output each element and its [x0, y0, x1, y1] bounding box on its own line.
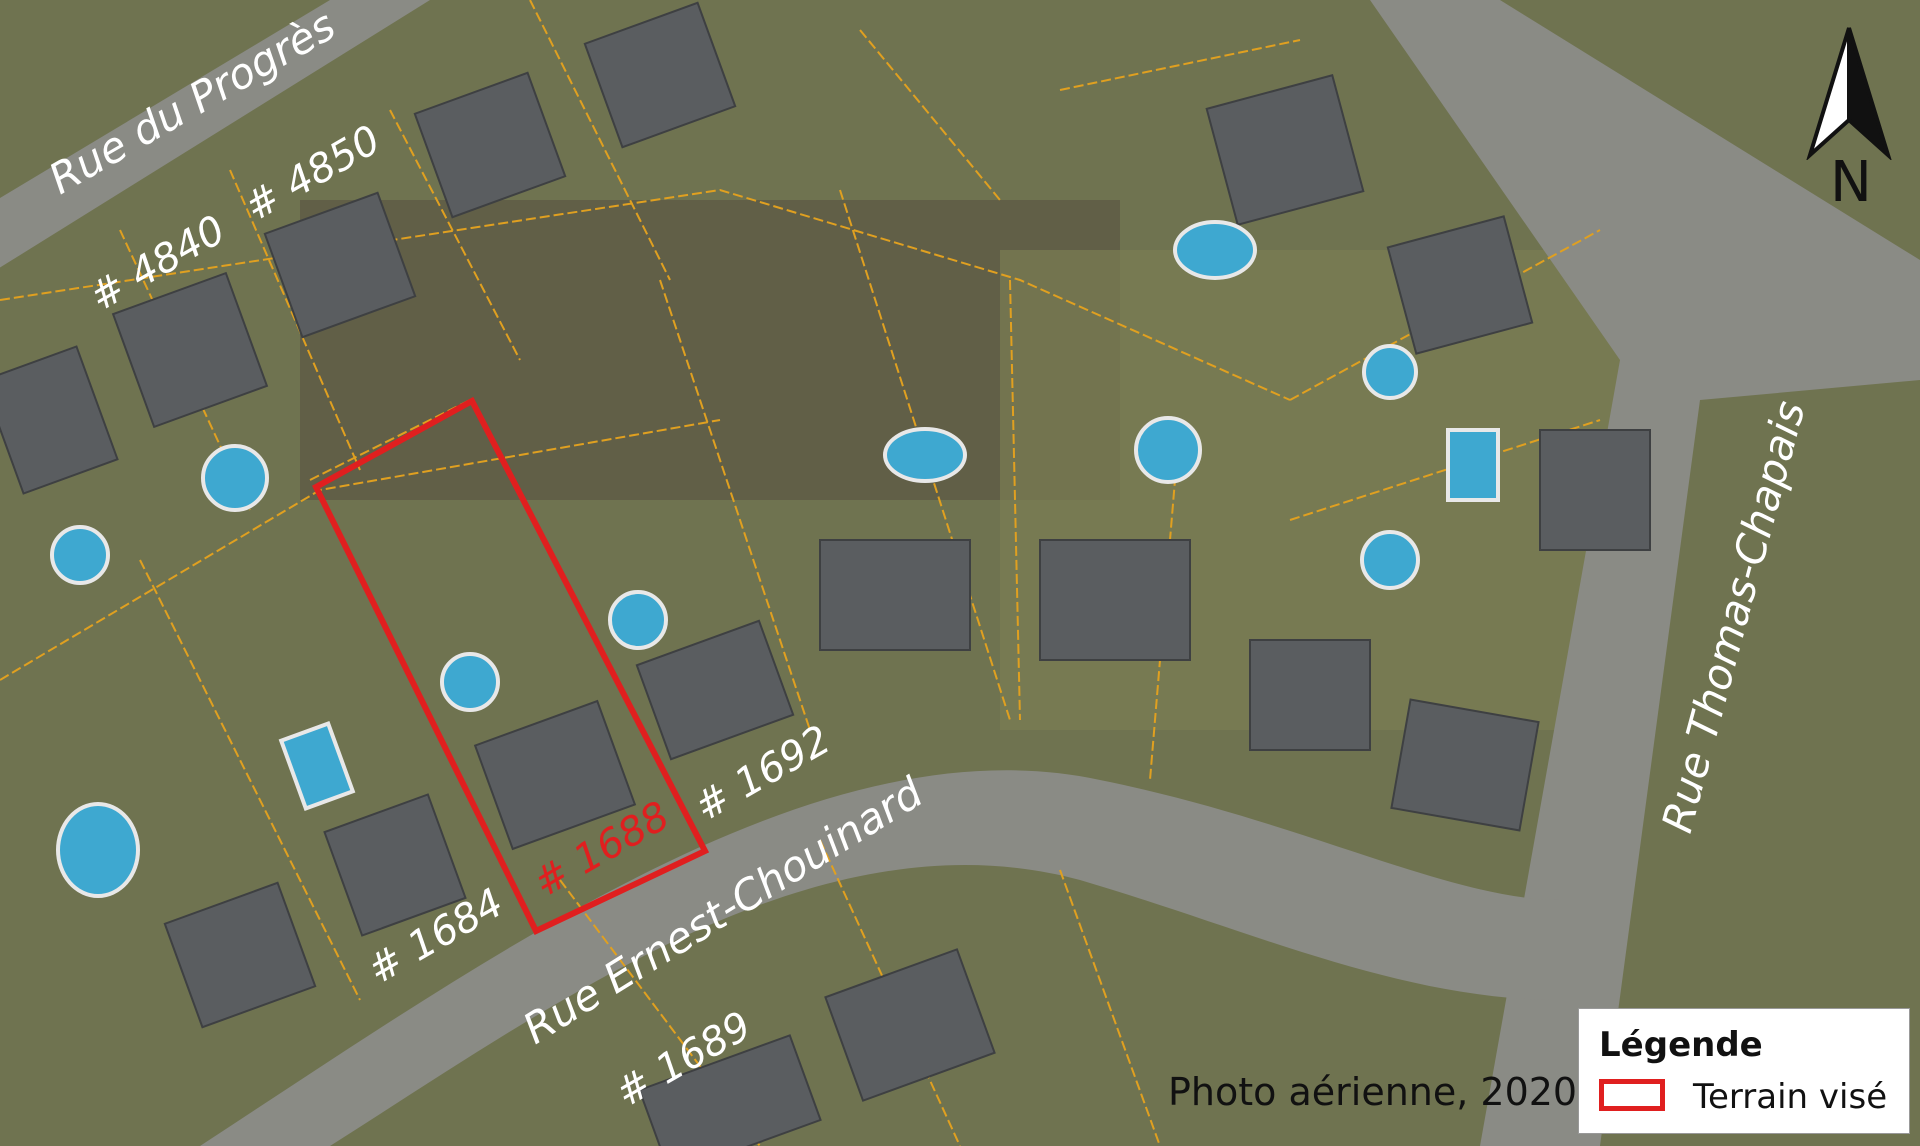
photo-caption: Photo aérienne, 2020	[1168, 1070, 1578, 1114]
road-ernest-chouinard	[200, 770, 1560, 1146]
legend-box: Légende Terrain visé	[1578, 1008, 1910, 1134]
target-parcel-outline	[312, 396, 710, 935]
north-letter: N	[1830, 150, 1872, 215]
pools	[50, 220, 1500, 898]
north-arrow: N	[1790, 20, 1908, 215]
wooded-area	[300, 200, 1120, 500]
legend-title: Légende	[1599, 1025, 1763, 1065]
road-thomas-chapais	[1370, 0, 1920, 1146]
road-progres	[0, 0, 430, 268]
legend-item-label: Terrain visé	[1693, 1077, 1888, 1117]
north-arrow-icon	[1805, 27, 1893, 162]
houses	[0, 1, 1651, 1146]
legend-swatch-target-parcel	[1599, 1079, 1665, 1111]
